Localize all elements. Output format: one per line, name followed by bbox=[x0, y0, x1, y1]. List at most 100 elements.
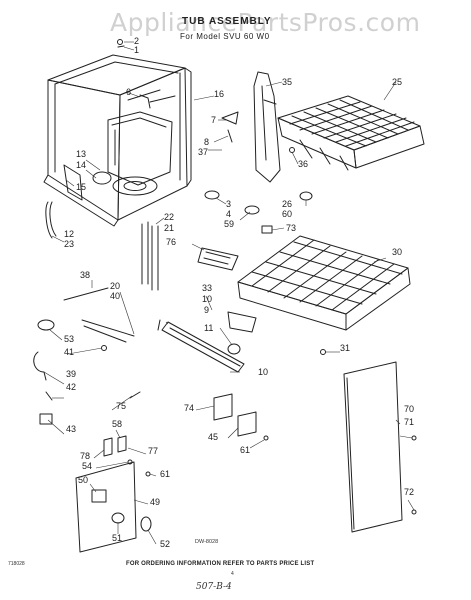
callout-53: 53 bbox=[64, 334, 75, 344]
callout-71: 71 bbox=[404, 417, 415, 427]
upper-rack-25 bbox=[277, 95, 425, 171]
callout-51: 51 bbox=[112, 533, 123, 543]
callout-52: 52 bbox=[160, 539, 171, 549]
bracket-74 bbox=[213, 393, 233, 421]
door-panel-70 bbox=[343, 361, 403, 533]
watermark: AppliancePartsPros.com bbox=[110, 8, 421, 37]
handwritten-note: 507-B-4 bbox=[196, 582, 232, 592]
callout-20: 20 bbox=[110, 281, 121, 291]
callout-35: 35 bbox=[282, 77, 293, 87]
callout-3: 3 bbox=[226, 199, 232, 209]
page-number: 4 bbox=[231, 571, 234, 577]
callout-58: 58 bbox=[112, 419, 123, 429]
callout-2: 2 bbox=[134, 36, 140, 46]
diagram-title: TUB ASSEMBLY bbox=[182, 16, 272, 27]
callout-37: 37 bbox=[198, 147, 209, 157]
callout-13: 13 bbox=[76, 149, 87, 159]
callout-38: 38 bbox=[80, 270, 91, 280]
model-subtitle: For Model SVU 60 W0 bbox=[180, 32, 270, 41]
clamp-42-icon bbox=[45, 391, 53, 401]
clip-73-icon bbox=[261, 225, 273, 234]
basket-76 bbox=[197, 247, 239, 271]
wash-arm-12-icon bbox=[45, 201, 53, 239]
callout-60: 60 bbox=[282, 209, 293, 219]
callout-15: 15 bbox=[76, 182, 87, 192]
callout-39: 39 bbox=[66, 369, 77, 379]
callout-4: 4 bbox=[226, 209, 232, 219]
screw-72-icon bbox=[411, 509, 417, 515]
callout-9: 9 bbox=[204, 305, 210, 315]
callout-49: 49 bbox=[150, 497, 161, 507]
page-code: 718028 bbox=[8, 561, 25, 567]
screw-2-icon bbox=[117, 39, 123, 45]
hose-39-icon bbox=[33, 351, 47, 381]
callout-41: 41 bbox=[64, 347, 75, 357]
callout-21: 21 bbox=[164, 223, 175, 233]
clip-1-icon bbox=[117, 45, 125, 48]
lower-rack-30 bbox=[237, 235, 411, 331]
screw-41-icon bbox=[101, 345, 107, 351]
bar-20-40-icon bbox=[81, 319, 135, 343]
callout-73: 73 bbox=[286, 223, 297, 233]
callout-8: 8 bbox=[204, 137, 210, 147]
callout-74: 74 bbox=[184, 403, 195, 413]
callout-16: 16 bbox=[214, 89, 225, 99]
callout-23: 23 bbox=[64, 239, 75, 249]
bracket-33-icon bbox=[227, 311, 257, 333]
tubes-21-22-icon bbox=[141, 221, 159, 291]
callout-59: 59 bbox=[224, 219, 235, 229]
wheel-11-icon bbox=[227, 343, 241, 355]
nozzle-59-icon bbox=[244, 205, 260, 215]
callout-45: 45 bbox=[208, 432, 219, 442]
callout-61-left: 61 bbox=[160, 469, 171, 479]
callout-61-right: 61 bbox=[240, 445, 251, 455]
screw-71-icon bbox=[411, 435, 417, 441]
leader-lines bbox=[43, 41, 415, 545]
bracket-45 bbox=[237, 411, 257, 437]
callout-50: 50 bbox=[78, 475, 89, 485]
callout-1: 1 bbox=[134, 45, 140, 55]
knob-51-icon bbox=[111, 512, 125, 524]
part-43-icon bbox=[39, 413, 53, 425]
callout-11: 11 bbox=[204, 323, 214, 333]
part-53-icon bbox=[37, 319, 55, 331]
screw-61b-icon bbox=[145, 471, 151, 477]
callout-14: 14 bbox=[76, 160, 87, 170]
screw-75-icon bbox=[129, 391, 141, 399]
callout-6: 6 bbox=[126, 87, 132, 97]
roller-31-icon bbox=[320, 349, 326, 355]
callout-76: 76 bbox=[166, 237, 177, 247]
switch-78-icon bbox=[103, 437, 113, 457]
callout-25: 25 bbox=[392, 77, 403, 87]
rack-support-35 bbox=[253, 71, 281, 183]
callout-10-lower: 10 bbox=[258, 367, 269, 377]
switch-58-icon bbox=[117, 435, 127, 453]
callout-36: 36 bbox=[298, 159, 309, 169]
callout-33: 33 bbox=[202, 283, 213, 293]
callout-22: 22 bbox=[164, 212, 175, 222]
callout-42: 42 bbox=[66, 382, 77, 392]
pin-8-icon bbox=[227, 129, 233, 143]
callout-7: 7 bbox=[211, 115, 217, 125]
callout-78: 78 bbox=[80, 451, 91, 461]
bracket-7-icon bbox=[221, 111, 239, 125]
callout-30: 30 bbox=[392, 247, 403, 257]
screw-54-icon bbox=[127, 459, 133, 465]
cap-3-icon bbox=[204, 190, 220, 200]
callout-40: 40 bbox=[110, 291, 121, 301]
tub bbox=[43, 54, 192, 227]
drawing-number: DW-8028 bbox=[195, 539, 219, 545]
callout-12: 12 bbox=[64, 229, 75, 239]
rail-38-icon bbox=[63, 287, 109, 301]
control-panel-49 bbox=[75, 461, 137, 553]
callout-54: 54 bbox=[82, 461, 93, 471]
part-50-icon bbox=[91, 489, 107, 503]
callout-77: 77 bbox=[148, 446, 159, 456]
cap-26-icon bbox=[299, 191, 313, 201]
callout-26: 26 bbox=[282, 199, 293, 209]
callout-10-upper: 10 bbox=[202, 294, 213, 304]
callout-72: 72 bbox=[404, 487, 415, 497]
callout-75: 75 bbox=[116, 401, 127, 411]
